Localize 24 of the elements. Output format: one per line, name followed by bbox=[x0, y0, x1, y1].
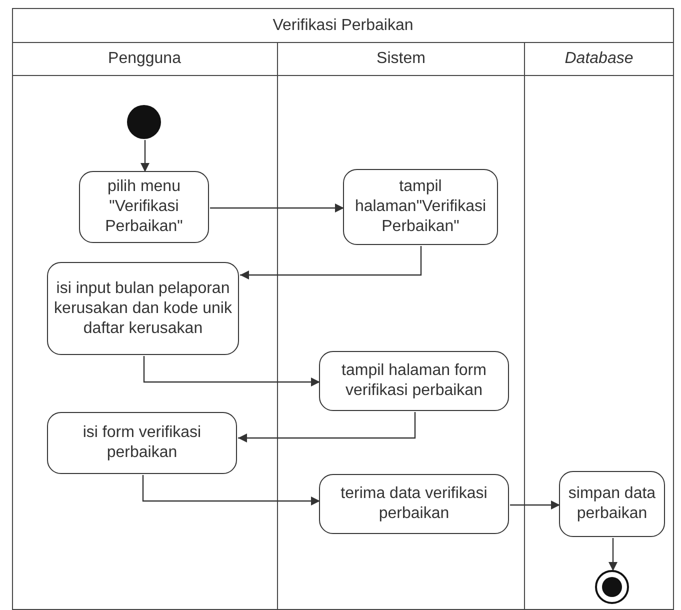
arrow bbox=[510, 500, 560, 510]
activity-box: terima data verifikasi perbaikan bbox=[319, 474, 509, 534]
activity-box: tampil halaman"Verifikasi Perbaikan" bbox=[343, 169, 498, 245]
lane-header: Database bbox=[525, 42, 673, 76]
arrow bbox=[608, 538, 618, 571]
arrow bbox=[143, 356, 320, 386]
activity-box: isi form verifikasi perbaikan bbox=[47, 412, 237, 474]
activity-box: pilih menu "Verifikasi Perbaikan" bbox=[79, 171, 209, 243]
activity-box: tampil halaman form verifikasi perbaikan bbox=[319, 351, 509, 411]
lane-header: Pengguna bbox=[12, 42, 277, 76]
end-node bbox=[595, 570, 629, 604]
arrow bbox=[240, 246, 422, 280]
arrow bbox=[210, 204, 344, 212]
swimlane bbox=[278, 42, 525, 610]
arrow bbox=[142, 475, 320, 506]
pool-title: Verifikasi Perbaikan bbox=[13, 9, 673, 43]
arrow bbox=[140, 140, 150, 172]
start-node bbox=[127, 105, 161, 139]
swimlane-pool bbox=[12, 8, 674, 610]
lane-header: Sistem bbox=[278, 42, 524, 76]
swimlane bbox=[12, 42, 278, 610]
activity-box: simpan data perbaikan bbox=[559, 471, 665, 537]
activity-box: isi input bulan pelaporan kerusakan dan kode unik daftar kerusakan bbox=[47, 262, 239, 355]
arrow bbox=[238, 412, 416, 442]
